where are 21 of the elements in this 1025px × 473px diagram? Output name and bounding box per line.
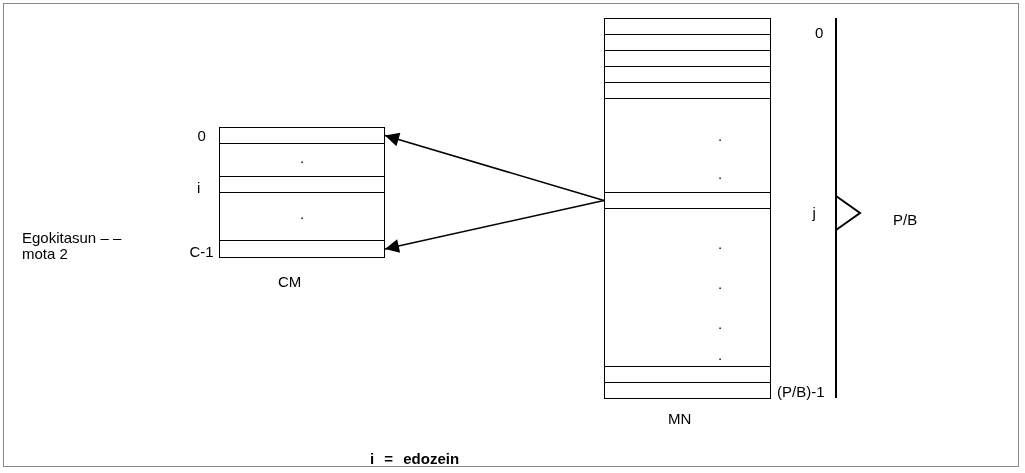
row-index-label: (P/B)-1: [777, 384, 825, 400]
row-index-label: i: [197, 180, 201, 196]
ellipsis-dot: .: [718, 128, 723, 144]
ellipsis-dot: .: [718, 236, 723, 252]
row-index-label: j: [812, 204, 816, 221]
ellipsis-dot: .: [718, 276, 723, 292]
note-text: Egokitasun – –mota 2: [22, 230, 122, 262]
memory-name: MN: [668, 411, 692, 427]
mapping-arrow: [384, 132, 605, 202]
row-index-label: C-1: [189, 243, 214, 260]
caption-text: i = edozein: [370, 451, 460, 467]
ellipsis-dot: .: [718, 316, 723, 332]
ellipsis-dot: .: [718, 347, 723, 363]
mapping-arrow: [384, 199, 605, 253]
ellipsis-dot: .: [300, 206, 305, 222]
row-index-label: 0: [815, 25, 824, 41]
memory-name: CM: [278, 274, 302, 290]
ellipsis-dot: .: [300, 150, 305, 166]
row-index-label: 0: [197, 127, 206, 144]
size-label: P/B: [893, 212, 918, 228]
ellipsis-dot: .: [718, 166, 723, 182]
